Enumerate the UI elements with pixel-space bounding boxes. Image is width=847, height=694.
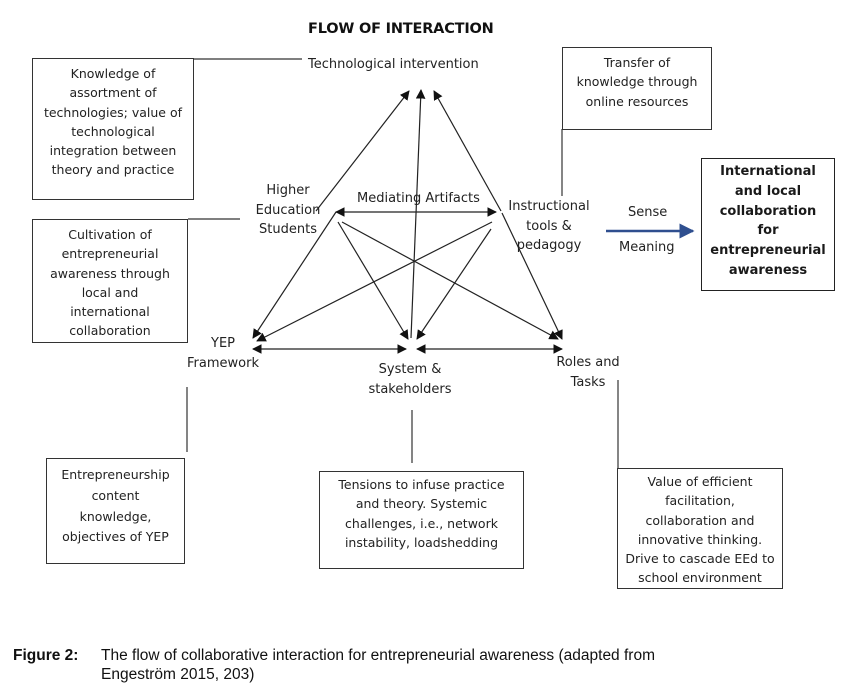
node-mediating-artifacts: Mediating Artifacts (357, 191, 480, 206)
sense-label: Sense (628, 205, 668, 220)
edge-hes-to-roles (341, 221, 559, 340)
edge-hes-to-system (337, 221, 409, 340)
node-system-stakeholders: System & stakeholders (368, 362, 452, 397)
node-technological-intervention: Technological intervention (308, 57, 479, 72)
diagram-title: FLOW OF INTERACTION (308, 21, 494, 37)
edge-instr-to-system (416, 228, 492, 340)
edge-hes-to-tech (315, 90, 410, 212)
box-cultivation: Cultivation of entrepreneurial awareness… (32, 219, 188, 343)
caption-line-2: Engeström 2015, 203) (101, 666, 255, 683)
edge-instr-to-tech (433, 90, 502, 212)
node-higher-education-students: Higher Education Students (255, 183, 321, 237)
box-value-facilitation: Value of efficient facilitation, collabo… (617, 468, 783, 589)
node-roles-tasks: Roles and Tasks (556, 355, 620, 390)
box-transfer: Transfer of knowledge through online res… (562, 47, 712, 130)
node-yep-framework: YEP Framework (187, 336, 259, 371)
box-tech-knowledge: Knowledge of assortment of technologies;… (32, 58, 194, 200)
edge-instr-to-roles (501, 212, 563, 340)
node-instructional-tools: Instructional tools & pedagogy (508, 199, 590, 253)
meaning-label: Meaning (619, 240, 675, 255)
box-tensions: Tensions to infuse practice and theory. … (319, 471, 524, 569)
edge-hes-to-yep (252, 211, 337, 339)
box-entrepreneurship-content: Entrepreneurship content knowledge, obje… (46, 458, 185, 564)
edge-instr-to-yep (256, 221, 493, 342)
caption-line-1: The flow of collaborative interaction fo… (101, 647, 655, 664)
outcome-box: International and local collaboration fo… (701, 158, 835, 291)
figure-label: Figure 2: (13, 647, 79, 664)
edge-system-to-tech (410, 89, 426, 339)
figure-caption: Figure 2: The flow of collaborative inter… (13, 646, 655, 684)
